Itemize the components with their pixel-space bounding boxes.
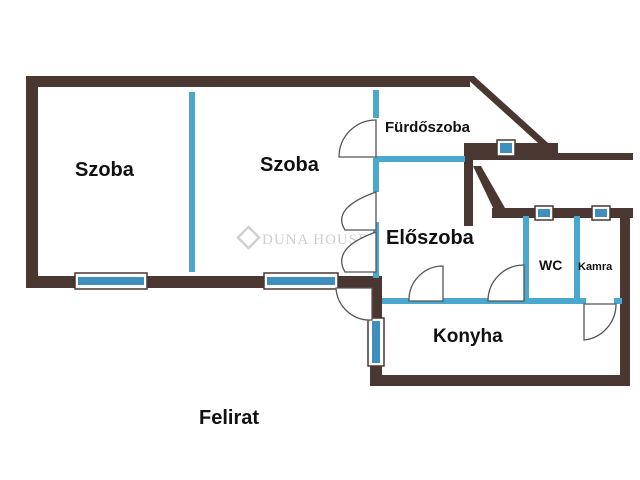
partition-bath-left-top bbox=[373, 90, 379, 118]
diamond-logo-icon bbox=[236, 225, 261, 250]
wall-shaft-left bbox=[464, 148, 473, 226]
wall-wc-top bbox=[492, 208, 633, 218]
wall-right bbox=[620, 208, 630, 386]
wall-diagonal bbox=[464, 76, 558, 152]
room-label-furdoszoba: Fürdőszoba bbox=[385, 119, 471, 136]
door-bedroom-2-lower bbox=[341, 231, 377, 273]
plan-caption: Felirat bbox=[199, 407, 259, 429]
wall-bottom-kitchen bbox=[370, 375, 630, 386]
exterior-walls bbox=[26, 76, 633, 386]
room-label-kamra: Kamra bbox=[578, 261, 613, 273]
wall-hallway-block bbox=[360, 276, 382, 288]
window-kitchen-left bbox=[367, 317, 385, 367]
watermark-text: DUNA HOUSE bbox=[262, 232, 368, 248]
door-kitchen bbox=[408, 265, 444, 302]
door-wc bbox=[487, 264, 525, 302]
room-label-eloszoba: Előszoba bbox=[386, 227, 475, 249]
wall-top bbox=[26, 76, 470, 87]
room-labels: Szoba Szoba Fürdőszoba Előszoba WC Kamra… bbox=[75, 119, 613, 347]
windows bbox=[74, 139, 611, 367]
partition-kitchen-top-right bbox=[614, 298, 622, 304]
doors bbox=[335, 119, 617, 341]
partition-kamra-left bbox=[574, 216, 580, 302]
window-bathroom bbox=[496, 139, 516, 157]
wall-shaft-diagonal bbox=[473, 166, 505, 212]
partition-bedrooms bbox=[189, 92, 195, 272]
window-wc bbox=[534, 205, 554, 221]
partition-bath-bottom bbox=[375, 156, 465, 162]
watermark: DUNA HOUSE bbox=[236, 225, 368, 250]
partition-kitchen-top bbox=[382, 298, 586, 304]
room-label-szoba-2: Szoba bbox=[260, 154, 320, 176]
room-label-szoba-1: Szoba bbox=[75, 159, 135, 181]
room-label-wc: WC bbox=[539, 257, 562, 273]
door-entrance bbox=[335, 287, 373, 321]
wall-shaft-top bbox=[473, 153, 633, 160]
door-bedroom-2-upper bbox=[341, 191, 377, 231]
door-bathroom bbox=[338, 119, 377, 158]
room-label-konyha: Konyha bbox=[433, 326, 503, 347]
door-kamra-leaf bbox=[583, 303, 617, 341]
partition-wc-left bbox=[523, 216, 529, 302]
window-bedroom-2 bbox=[263, 272, 339, 290]
wall-left bbox=[26, 82, 38, 288]
window-kamra bbox=[591, 205, 611, 221]
partition-bath-left-bottom bbox=[373, 158, 379, 192]
window-bedroom-1 bbox=[74, 272, 148, 290]
